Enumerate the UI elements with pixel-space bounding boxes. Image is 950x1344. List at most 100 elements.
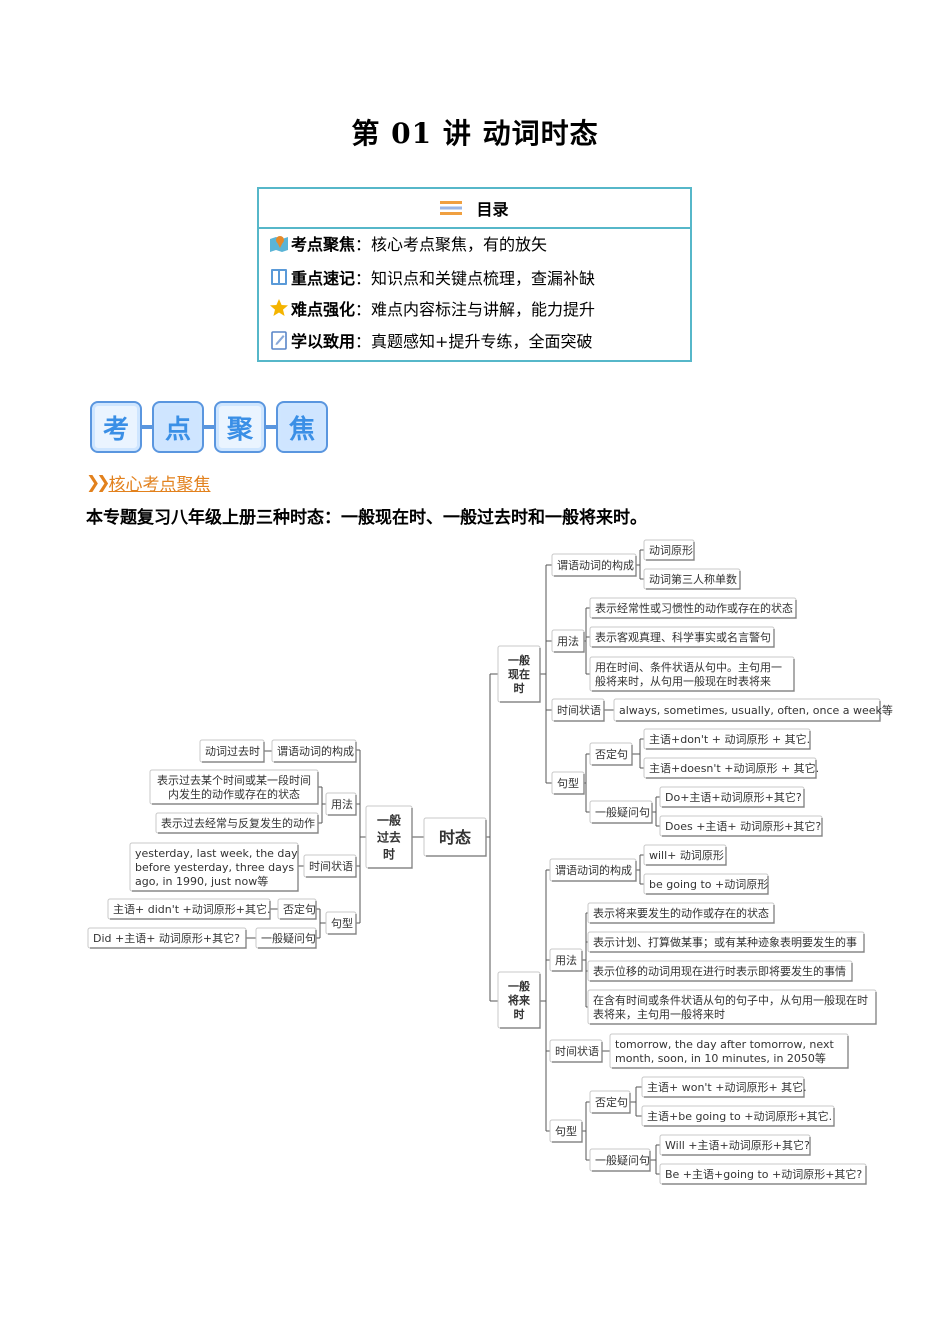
mindmap-node-text: 时 <box>383 846 395 861</box>
mindmap-node-text: 谓语动词的构成 <box>277 744 354 758</box>
verb-form-node: 谓语动词的构成 <box>551 553 637 577</box>
mindmap-node-text: will+ 动词原形 <box>649 849 724 862</box>
mindmap-node-text: 内发生的动作或存在的状态 <box>168 787 300 801</box>
mindmap-node: always, sometimes, usually, often, once … <box>613 698 893 722</box>
toc-header: 目录 <box>259 189 690 229</box>
mindmap-node-text: 一般 <box>377 812 401 827</box>
mindmap-node-text: tomorrow, the day after tomorrow, next <box>615 1038 834 1051</box>
toc-row-sep: ： <box>355 332 372 351</box>
mindmap-node-text: 般将来时，从句用一般现在时表将来 <box>595 674 771 688</box>
mindmap-node-text: month, soon, in 10 minutes, in 2050等 <box>615 1051 826 1065</box>
mindmap-node: Be +主语+going to +动词原形+其它? <box>659 1163 867 1185</box>
mindmap-node: 主语+doesn't +动词原形 + 其它. <box>643 757 819 779</box>
mindmap-node-text: Will +主语+动词原形+其它? <box>665 1138 810 1152</box>
mindmap-node-text: 一般疑问句 <box>261 932 316 945</box>
usage-node: 用法 <box>325 792 357 816</box>
mindmap-node-text: 时间状语 <box>555 1044 599 1058</box>
mindmap-node-text: yesterday, last week, the day <box>135 847 298 860</box>
sentence-pattern-node: 句型 <box>551 771 585 795</box>
mindmap-node: 主语+ didn't +动词原形+其它. <box>107 898 271 920</box>
mindmap-node-text: 动词过去时 <box>205 745 260 758</box>
mindmap-node-text: 主语+doesn't +动词原形 + 其它. <box>649 761 819 775</box>
mindmap-node-text: Did +主语+ 动词原形+其它? <box>93 931 240 945</box>
mindmap-node: 表示客观真理、科学事实或名言警句 <box>589 626 775 648</box>
future-tense-node: 一般将来时 <box>497 971 541 1029</box>
verb-form-node: 谓语动词的构成 <box>549 858 637 882</box>
mindmap-node-text: 主语+ won't +动词原形+ 其它. <box>647 1080 807 1094</box>
mindmap-node-text: 句型 <box>557 776 579 790</box>
double-chevron-icon: ❯❯ <box>86 472 110 493</box>
mindmap-node-text: 在含有时间或条件状语从句的句子中，从句用一般现在时 <box>593 993 868 1007</box>
time-adverbial-node: 时间状语 <box>303 854 357 878</box>
mindmap-node-text: 时 <box>514 681 525 695</box>
sentence-pattern-node: 句型 <box>325 911 357 935</box>
banner-tile: 聚 <box>214 401 266 453</box>
mindmap-node: 用在时间、条件状语从句中。主句用一般将来时，从句用一般现在时表将来 <box>589 656 795 692</box>
sentence-pattern-node: 句型 <box>549 1119 583 1143</box>
toc-row-sep: ： <box>355 269 372 288</box>
mindmap-node-text: 否定句 <box>283 902 316 916</box>
mindmap-node-text: be going to +动词原形 <box>649 878 768 891</box>
question-node: 一般疑问句 <box>589 1148 651 1172</box>
notepad-icon <box>271 331 287 350</box>
mindmap-node: 表示计划、打算做某事；或有某种迹象表明要发生的事 <box>587 931 865 953</box>
tile-connector <box>204 425 214 429</box>
toc-row-difficulty[interactable]: 难点强化：难点内容标注与讲解，能力提升 <box>269 295 595 321</box>
mindmap-node-text: Does +主语+ 动词原形+其它? <box>665 819 821 833</box>
mindmap-node-text: 动词第三人称单数 <box>649 572 737 586</box>
toc-heading: 目录 <box>476 200 509 219</box>
mindmap-node-text: 一般疑问句 <box>595 806 650 819</box>
mindmap-node-text: 将来 <box>508 993 531 1007</box>
mindmap-node-text: 表示客观真理、科学事实或名言警句 <box>595 630 771 644</box>
mindmap-node-text: 表示计划、打算做某事；或有某种迹象表明要发生的事 <box>593 935 857 949</box>
section-banner: 考 点 聚 焦 <box>90 401 328 453</box>
mindmap-node-text: 表示经常性或习惯性的动作或存在的状态 <box>595 601 793 615</box>
toc-row-practice[interactable]: 学以致用：真题感知+提升专练，全面突破 <box>269 327 592 353</box>
mindmap-node-text: 时间状语 <box>557 703 601 717</box>
tile-connector <box>142 425 152 429</box>
mindmap-node-text: 用法 <box>555 953 577 967</box>
mindmap-node-text: 表示位移的动词用现在进行时表示即将要发生的事情 <box>593 964 846 978</box>
book-icon <box>271 269 287 285</box>
toc-row-desc: 真题感知+提升专练，全面突破 <box>371 332 593 351</box>
negative-node: 否定句 <box>589 742 633 766</box>
banner-tile: 考 <box>90 401 142 453</box>
mindmap-node-text: 时 <box>514 1007 525 1021</box>
toc-row-desc: 难点内容标注与讲解，能力提升 <box>371 300 596 319</box>
question-node: 一般疑问句 <box>589 800 653 824</box>
toc-row-memo[interactable]: 重点速记：知识点和关键点梳理，查漏补缺 <box>269 264 595 290</box>
mindmap-node-text: 动词原形 <box>649 544 693 557</box>
mindmap-node-text: ago, in 1990, just now等 <box>135 874 268 888</box>
mindmap-node: Does +主语+ 动词原形+其它? <box>659 815 823 837</box>
mindmap-node-text: 主语+ didn't +动词原形+其它. <box>113 902 270 916</box>
time-adverbial-node: 时间状语 <box>551 698 605 722</box>
mindmap-node: Do+主语+动词原形+其它? <box>659 786 805 808</box>
mindmap-node-text: 句型 <box>555 1124 577 1138</box>
page-title: 第 01 讲 动词时态 <box>351 117 599 150</box>
mindmap-node: 在含有时间或条件状语从句的句子中，从句用一般现在时表将来，主句用一般将来时 <box>587 989 877 1025</box>
mindmap-node-text: 用在时间、条件状语从句中。主句用一 <box>595 660 782 674</box>
mindmap-node-text: 否定句 <box>595 1095 628 1109</box>
mindmap-node: 动词第三人称单数 <box>643 568 741 590</box>
toc-row-focus[interactable]: 考点聚焦：核心考点聚焦，有的放矢 <box>269 230 547 256</box>
mindmap-node-text: Do+主语+动词原形+其它? <box>665 790 802 804</box>
mindmap-node-text: 时态 <box>439 828 471 847</box>
mindmap-node-text: before yesterday, three days <box>135 861 294 874</box>
toc-row-key: 考点聚焦 <box>291 235 356 254</box>
negative-node: 否定句 <box>277 898 317 920</box>
mindmap-node: tomorrow, the day after tomorrow, nextmo… <box>609 1033 849 1069</box>
tile-connector <box>266 425 276 429</box>
mindmap-node-text: 主语+don't + 动词原形 + 其它. <box>649 732 810 746</box>
mindmap-node-text: 一般 <box>508 653 530 667</box>
toc-row-desc: 知识点和关键点梳理，查漏补缺 <box>371 269 596 288</box>
mindmap-node-text: 用法 <box>331 797 353 811</box>
usage-node: 用法 <box>551 629 585 653</box>
toc-row-key: 重点速记 <box>291 269 356 288</box>
mindmap-node: 主语+be going to +动词原形+其它. <box>641 1105 835 1127</box>
toc-row-desc: 核心考点聚焦，有的放矢 <box>371 235 548 254</box>
toc-row-sep: ： <box>355 235 372 254</box>
toc-row-key: 学以致用 <box>291 332 356 351</box>
question-node: 一般疑问句 <box>255 927 317 949</box>
